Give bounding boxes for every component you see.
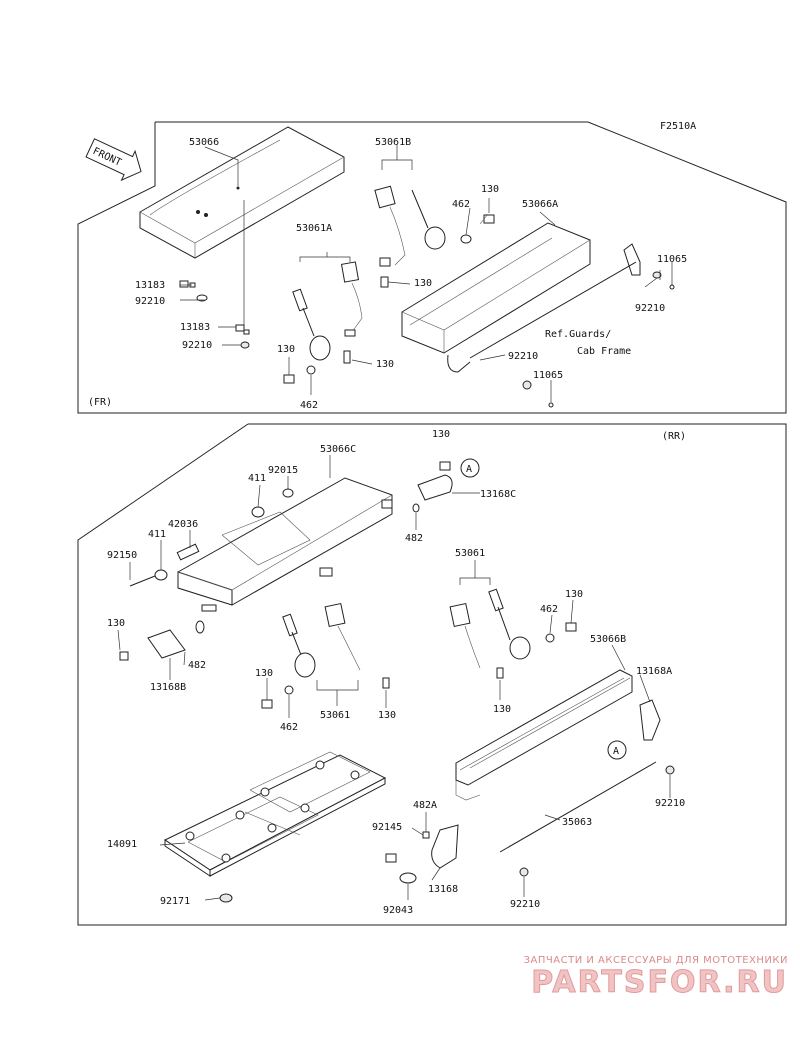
front-arrow-icon: FRONT — [85, 138, 142, 182]
bracket-13168 — [385, 824, 529, 884]
label-13183: 13183 — [135, 280, 165, 291]
label-13168: 13168 — [428, 884, 458, 895]
label-130: 130 — [565, 589, 583, 600]
label-130: 130 — [277, 344, 295, 355]
tray-14091 — [163, 751, 387, 903]
label-411: 411 — [148, 529, 166, 540]
label-13168B: 13168B — [150, 682, 186, 693]
nut-92210-d — [522, 380, 532, 390]
label-92210: 92210 — [655, 798, 685, 809]
seat-belt-53061-left — [261, 602, 390, 709]
hardware-top — [460, 213, 495, 244]
seat-cushion-front — [139, 126, 345, 259]
label-462: 462 — [540, 604, 558, 615]
label-130: 130 — [376, 359, 394, 370]
bolt-11065-a — [669, 284, 675, 290]
label-92210: 92210 — [635, 303, 665, 314]
label-53066B: 53066B — [590, 634, 626, 645]
front-panel-frame — [77, 121, 787, 414]
watermark-logo: PARTSFOR.RU — [531, 965, 788, 1000]
label-92171: 92171 — [160, 896, 190, 907]
label-482: 482 — [188, 660, 206, 671]
label-rear-section: (RR) — [662, 431, 686, 442]
circle-label-a-1: A — [466, 464, 472, 475]
seat-fasteners-front — [179, 280, 250, 349]
label-53061B: 53061B — [375, 137, 411, 148]
rear-panel-frame — [77, 423, 787, 926]
washers-rear — [129, 488, 294, 587]
bolt-11065-b — [548, 402, 554, 408]
label-53066: 53066 — [189, 137, 219, 148]
seat-frame-53066A — [401, 222, 641, 373]
label-130-rear-top: 130 — [432, 429, 450, 440]
label-53061: 53061 — [320, 710, 350, 721]
leader-lines — [117, 198, 671, 901]
seat-belt-53061B — [374, 145, 446, 288]
label-11065: 11065 — [533, 370, 563, 381]
label-53066C: 53066C — [320, 444, 356, 455]
label-53061: 53061 — [455, 548, 485, 559]
label-482: 482 — [405, 533, 423, 544]
label-11065: 11065 — [657, 254, 687, 265]
label-53066A: 53066A — [522, 199, 558, 210]
label-130: 130 — [414, 278, 432, 289]
bracket-13168B — [119, 620, 205, 661]
label-92150: 92150 — [107, 550, 137, 561]
label-13183: 13183 — [180, 322, 210, 333]
part-labels: 53066 53061B 130 462 53066A 11065 92210 … — [88, 137, 687, 916]
label-130: 130 — [107, 618, 125, 629]
label-13168C: 13168C — [480, 489, 516, 500]
label-462: 462 — [452, 199, 470, 210]
label-front-section: (FR) — [88, 397, 112, 408]
label-42036: 42036 — [168, 519, 198, 530]
label-482A: 482A — [413, 800, 437, 811]
seat-belt-53061-right — [449, 560, 577, 679]
label-35063: 35063 — [562, 817, 592, 828]
watermark: ЗАПЧАСТИ И АКСЕССУАРЫ ДЛЯ МОТОТЕХНИКИ PA… — [488, 955, 788, 1000]
label-411: 411 — [248, 473, 266, 484]
seat-cushion-rear — [177, 477, 393, 612]
label-92210: 92210 — [510, 899, 540, 910]
seat-belt-53061A — [292, 252, 363, 364]
bracket-13168C: A — [412, 458, 480, 513]
label-130: 130 — [378, 710, 396, 721]
label-462: 462 — [300, 400, 318, 411]
label-92145: 92145 — [372, 822, 402, 833]
label-92210: 92210 — [135, 296, 165, 307]
label-92210: 92210 — [508, 351, 538, 362]
label-130: 130 — [255, 668, 273, 679]
label-ref-guards: Ref.Guards/ — [545, 329, 611, 340]
watermark-tagline: ЗАПЧАСТИ И АКСЕССУАРЫ ДЛЯ МОТОТЕХНИКИ — [523, 955, 788, 966]
label-92210: 92210 — [182, 340, 212, 351]
label-53061A: 53061A — [296, 223, 332, 234]
label-130: 130 — [481, 184, 499, 195]
label-92043: 92043 — [383, 905, 413, 916]
label-13168A: 13168A — [636, 666, 672, 677]
diagram-code: F2510A — [660, 121, 696, 132]
seat-frame-53066B: A — [455, 669, 675, 853]
label-14091: 14091 — [107, 839, 137, 850]
label-92015: 92015 — [268, 465, 298, 476]
circle-label-a-2: A — [613, 746, 619, 757]
label-462: 462 — [280, 722, 298, 733]
label-cab-frame: Cab Frame — [577, 346, 631, 357]
label-130: 130 — [493, 704, 511, 715]
